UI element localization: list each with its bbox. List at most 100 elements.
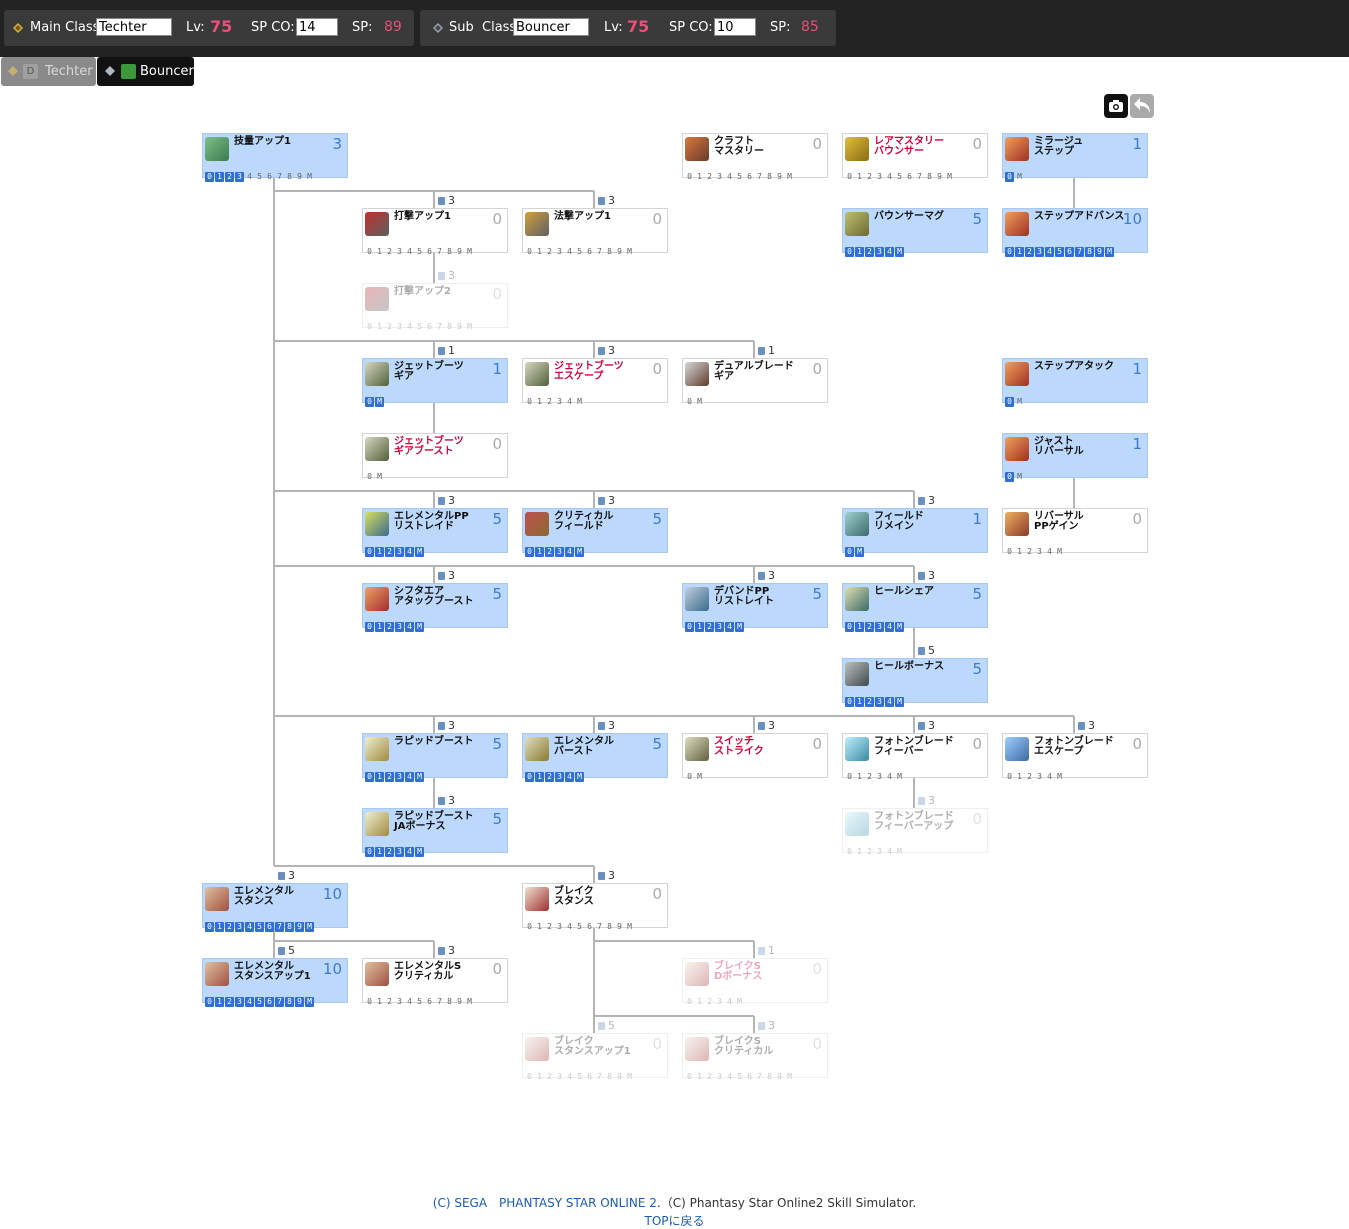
level-button[interactable]: 4 — [885, 622, 894, 632]
level-button[interactable]: 0 — [527, 247, 532, 256]
level-button[interactable]: 6 — [427, 322, 432, 331]
level-button[interactable]: M — [855, 547, 864, 557]
level-button[interactable]: 4 — [405, 622, 414, 632]
level-button[interactable]: 4 — [565, 547, 574, 557]
level-button[interactable]: 0 — [1007, 772, 1012, 781]
level-button[interactable]: 4 — [567, 922, 572, 931]
level-button[interactable]: 2 — [387, 322, 392, 331]
level-button[interactable]: 9 — [457, 322, 462, 331]
level-button[interactable]: 1 — [855, 247, 864, 257]
level-button[interactable]: 4 — [1047, 547, 1052, 556]
level-button[interactable]: M — [1105, 247, 1114, 257]
level-button[interactable]: M — [1017, 472, 1022, 481]
level-button[interactable]: M — [697, 397, 702, 406]
level-button[interactable]: 3 — [397, 997, 402, 1006]
level-button[interactable]: 4 — [405, 847, 414, 857]
sub-class-spco-input[interactable] — [714, 18, 756, 36]
level-button[interactable]: 2 — [1027, 772, 1032, 781]
level-button[interactable]: M — [897, 772, 902, 781]
level-button[interactable]: 7 — [275, 997, 284, 1007]
level-button[interactable]: 3 — [875, 697, 884, 707]
level-button[interactable]: M — [897, 847, 902, 856]
level-button[interactable]: 4 — [565, 772, 574, 782]
level-button[interactable]: 0 — [845, 622, 854, 632]
level-button[interactable]: 0 — [367, 472, 372, 481]
level-button[interactable]: 5 — [577, 247, 582, 256]
level-button[interactable]: 7 — [597, 247, 602, 256]
level-button[interactable]: 4 — [727, 1072, 732, 1081]
level-button[interactable]: 2 — [547, 247, 552, 256]
level-button[interactable]: 8 — [447, 997, 452, 1006]
level-button[interactable]: 3 — [555, 547, 564, 557]
level-button[interactable]: 7 — [1075, 247, 1084, 257]
level-button[interactable]: 2 — [707, 1072, 712, 1081]
level-button[interactable]: 5 — [737, 172, 742, 181]
level-button[interactable]: 4 — [407, 322, 412, 331]
level-button[interactable]: 3 — [717, 1072, 722, 1081]
level-button[interactable]: 5 — [255, 997, 264, 1007]
level-button[interactable]: M — [575, 772, 584, 782]
level-button[interactable]: 2 — [387, 997, 392, 1006]
level-button[interactable]: 0 — [367, 997, 372, 1006]
level-button[interactable]: 3 — [557, 247, 562, 256]
level-button[interactable]: 1 — [537, 922, 542, 931]
level-button[interactable]: 6 — [1065, 247, 1074, 257]
level-button[interactable]: 6 — [587, 1072, 592, 1081]
level-button[interactable]: 0 — [205, 172, 214, 182]
level-button[interactable]: 4 — [405, 772, 414, 782]
level-button[interactable]: M — [627, 922, 632, 931]
level-button[interactable]: 4 — [1045, 247, 1054, 257]
level-button[interactable]: 4 — [887, 847, 892, 856]
level-button[interactable]: 8 — [607, 922, 612, 931]
level-button[interactable]: 8 — [285, 922, 294, 932]
level-button[interactable]: M — [305, 997, 314, 1007]
level-button[interactable]: 0 — [527, 397, 532, 406]
level-button[interactable]: 8 — [927, 172, 932, 181]
level-button[interactable]: 1 — [537, 247, 542, 256]
level-button[interactable]: 6 — [747, 1072, 752, 1081]
level-button[interactable]: 6 — [587, 247, 592, 256]
level-button[interactable]: M — [415, 622, 424, 632]
level-button[interactable]: 5 — [577, 922, 582, 931]
level-button[interactable]: 8 — [285, 997, 294, 1007]
level-button[interactable]: M — [575, 547, 584, 557]
level-button[interactable]: 1 — [697, 997, 702, 1006]
level-button[interactable]: 5 — [897, 172, 902, 181]
level-button[interactable]: 3 — [875, 247, 884, 257]
level-button[interactable]: 5 — [577, 1072, 582, 1081]
level-button[interactable]: 2 — [547, 397, 552, 406]
level-button[interactable]: 1 — [857, 172, 862, 181]
level-button[interactable]: 8 — [1085, 247, 1094, 257]
level-button[interactable]: 3 — [877, 772, 882, 781]
level-button[interactable]: 9 — [295, 922, 304, 932]
level-button[interactable]: 6 — [747, 172, 752, 181]
level-button[interactable]: 8 — [287, 172, 292, 181]
level-button[interactable]: 0 — [687, 772, 692, 781]
level-button[interactable]: 0 — [687, 1072, 692, 1081]
level-button[interactable]: 9 — [457, 247, 462, 256]
level-button[interactable]: 3 — [397, 247, 402, 256]
level-button[interactable]: 0 — [847, 772, 852, 781]
level-button[interactable]: 4 — [407, 247, 412, 256]
level-button[interactable]: 5 — [257, 172, 262, 181]
level-button[interactable]: 0 — [525, 772, 534, 782]
level-button[interactable]: 2 — [385, 547, 394, 557]
level-button[interactable]: 3 — [877, 847, 882, 856]
level-button[interactable]: M — [787, 172, 792, 181]
